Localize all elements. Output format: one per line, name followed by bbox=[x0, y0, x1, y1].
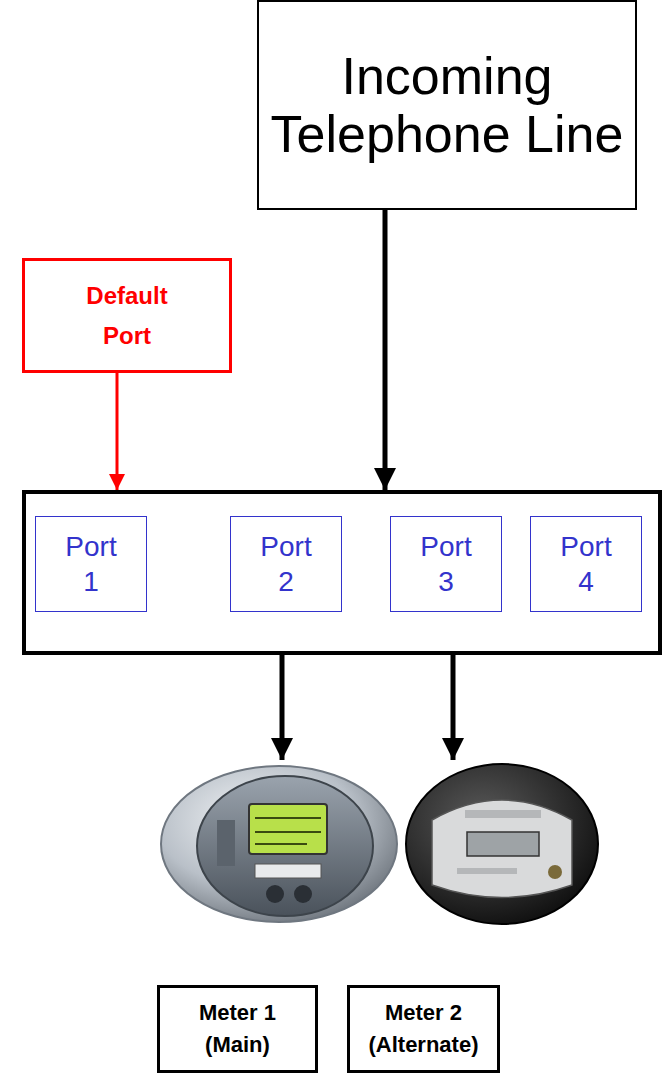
port-box: Port 3 bbox=[390, 516, 502, 612]
meter-illustration bbox=[347, 760, 602, 930]
node-label: Port 1 bbox=[65, 529, 116, 599]
arrow-connector bbox=[116, 373, 119, 490]
process-box: Incoming Telephone Line bbox=[257, 0, 637, 210]
meter-group: Meter 2 (Alternate) bbox=[347, 760, 602, 1073]
meter-label: Meter 1 (Main) bbox=[157, 985, 318, 1073]
node-label: Incoming Telephone Line bbox=[267, 47, 627, 163]
arrow-connector bbox=[451, 655, 456, 760]
meter-label: Meter 2 (Alternate) bbox=[347, 985, 500, 1073]
port-box: Port 2 bbox=[230, 516, 342, 612]
switch-box: Port 1 Port 2 Port 3 Port 4 bbox=[22, 490, 662, 655]
node-label: Port 3 bbox=[420, 529, 471, 599]
process-box: Default Port bbox=[22, 258, 232, 373]
node-label: Default Port bbox=[86, 276, 167, 356]
port-box: Port 1 bbox=[35, 516, 147, 612]
node-label: Port 4 bbox=[560, 529, 611, 599]
arrow-connector bbox=[280, 655, 285, 760]
node-label: Port 2 bbox=[260, 529, 311, 599]
meter-illustration bbox=[157, 760, 400, 930]
arrow-connector bbox=[383, 210, 388, 490]
port-box: Port 4 bbox=[530, 516, 642, 612]
